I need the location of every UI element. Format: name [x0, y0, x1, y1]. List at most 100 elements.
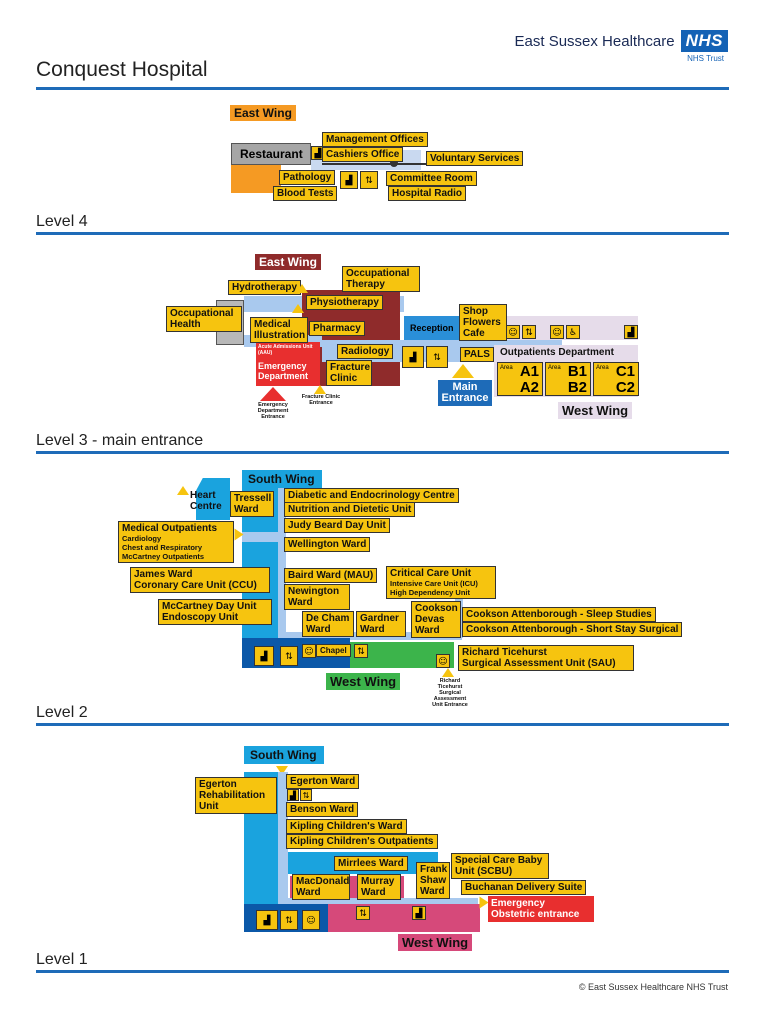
- area-b: Area B1 B2: [545, 362, 591, 396]
- l2-corridor-vert: [278, 488, 286, 638]
- south-wing-label-l1: South Wing: [250, 748, 317, 762]
- cookson-devas-label: Cookson Devas Ward: [411, 601, 461, 638]
- lift-icon: ⇅: [280, 646, 298, 666]
- fracture-entrance-label: Fracture Clinic Entrance: [301, 394, 341, 406]
- l4-junction-dot: [390, 159, 398, 167]
- pathology-block: [231, 165, 281, 193]
- cookson-short-label: Cookson Attenborough - Short Stay Surgic…: [462, 622, 683, 637]
- reception-block: [404, 316, 460, 340]
- restaurant-label: Restaurant: [240, 147, 303, 161]
- occupational-therapy-label: Occupational Therapy: [342, 266, 420, 292]
- level-2-heading: Level 2: [36, 704, 88, 721]
- medical-illustration-label: Medical Illustration: [250, 317, 308, 343]
- l1-corridor-vert: [278, 772, 288, 902]
- area-a-tag: Area: [500, 365, 513, 371]
- toilets-icon: ☺: [506, 325, 520, 339]
- level-1-rule: [36, 970, 729, 973]
- hdu-label: High Dependency Unit: [390, 588, 471, 597]
- level-4-heading: Level 4: [36, 213, 88, 230]
- buchanan-label: Buchanan Delivery Suite: [461, 880, 587, 895]
- critical-care-title: Critical Care Unit: [390, 568, 472, 579]
- physiotherapy-label: Physiotherapy: [306, 295, 383, 310]
- pharmacy-label: Pharmacy: [309, 321, 365, 336]
- area-b-tag: Area: [548, 365, 561, 371]
- macdonald-ward-label: MacDonald Ward: [292, 874, 350, 900]
- voluntary-services-label: Voluntary Services: [426, 151, 524, 166]
- area-c2: C2: [615, 379, 635, 396]
- heart-centre-label: Heart Centre: [190, 490, 222, 512]
- committee-room-label: Committee Room: [386, 171, 477, 186]
- stairs-icon: ▟: [340, 171, 358, 189]
- pathology-label: Pathology: [279, 170, 336, 185]
- cashiers-office-label: Cashiers Office: [322, 147, 404, 162]
- nutrition-unit-label: Nutrition and Dietetic Unit: [284, 502, 416, 517]
- hospital-radio-label: Hospital Radio: [388, 186, 467, 201]
- copyright-footer: © East Sussex Healthcare NHS Trust: [578, 982, 728, 992]
- james-ward-title: James Ward: [134, 569, 193, 580]
- mo-mccartney: McCartney Outpatients: [122, 552, 205, 561]
- icu-label: Intensive Care Unit (ICU): [390, 579, 478, 588]
- entrance-arrow-icon: [442, 668, 454, 677]
- restaurant-block: Restaurant: [231, 143, 311, 165]
- radiology-label: Radiology: [337, 344, 394, 359]
- level-4-rule: [36, 232, 729, 235]
- south-wing-label-l2: South Wing: [248, 472, 315, 486]
- south-wing-l2-head: [242, 470, 322, 488]
- management-offices-label: Management Offices: [322, 132, 428, 147]
- ccu-title: Coronary Care Unit (CCU): [134, 580, 257, 591]
- kipling-outpatients-label: Kipling Children's Outpatients: [286, 834, 438, 849]
- ed-entrance-label: Emergency Department Entrance: [257, 402, 289, 420]
- richard-ticehurst-title: Richard Ticehurst: [462, 647, 547, 658]
- mo-cardiology: Cardiology: [122, 534, 162, 543]
- main-entrance-label: Main Entrance: [438, 380, 492, 406]
- west-wing-label-l2: West Wing: [326, 673, 401, 690]
- main-entrance-arrow-icon: [452, 364, 474, 378]
- area-c: Area C1 C2: [593, 362, 639, 396]
- egerton-rehab-label: Egerton Rehabilitation Unit: [195, 777, 277, 814]
- toilets-icon: ☺: [302, 644, 316, 658]
- stairs-icon: ▟: [412, 906, 426, 920]
- toilets-icon: ☺: [550, 325, 564, 339]
- stairs-icon: ▟: [624, 325, 638, 339]
- occupational-health-label: Occupational Health: [166, 306, 242, 332]
- header-rule: [36, 87, 729, 90]
- east-wing-label-l3: East Wing: [255, 254, 321, 270]
- egerton-ward-label: Egerton Ward: [286, 774, 360, 789]
- east-wing-label-l4: East Wing: [230, 105, 296, 121]
- area-c-tag: Area: [596, 365, 609, 371]
- south-wing-l1-head: [244, 746, 324, 764]
- critical-care-label: Critical Care Unit Intensive Care Unit (…: [386, 566, 496, 599]
- stairs-icon: ▟: [256, 910, 278, 930]
- entrance-arrow-icon: [292, 304, 304, 313]
- judy-beard-label: Judy Beard Day Unit: [284, 518, 390, 533]
- mo-chest: Chest and Respiratory: [122, 543, 203, 552]
- entrance-arrow-icon: [296, 284, 308, 293]
- mirrlees-ward-label: Mirrlees Ward: [334, 856, 408, 871]
- pals-label: PALS: [460, 347, 494, 362]
- mccartney-day-title: McCartney Day Unit: [162, 601, 257, 612]
- wellington-ward-label: Wellington Ward: [284, 537, 371, 552]
- richard-ticehurst-label: Richard Ticehurst Surgical Assessment Un…: [458, 645, 634, 671]
- benson-ward-label: Benson Ward: [286, 802, 359, 817]
- area-c1: C1: [615, 363, 635, 380]
- area-b2: B2: [567, 379, 587, 396]
- l2-corridor-west: [242, 532, 286, 542]
- l4-corridor-line: [322, 163, 432, 165]
- west-wing-l1-block: [328, 904, 480, 932]
- endoscopy-title: Endoscopy Unit: [162, 612, 239, 623]
- frank-shaw-label: Frank Shaw Ward: [416, 862, 450, 899]
- toilets-icon: ☺: [302, 910, 320, 930]
- emergency-block: [256, 342, 320, 386]
- tressell-ward-label: Tressell Ward: [230, 491, 274, 517]
- lift-icon: ⇅: [354, 644, 368, 658]
- west-wing-label-l3: West Wing: [558, 402, 633, 419]
- shop-flowers-cafe-label: Shop Flowers Cafe: [459, 304, 507, 341]
- kipling-childrens-label: Kipling Children's Ward: [286, 819, 407, 834]
- emergency-department-label: Emergency Department: [258, 361, 309, 381]
- mccartney-day-label: McCartney Day Unit Endoscopy Unit: [158, 599, 272, 625]
- entrance-arrow-icon: [234, 528, 244, 541]
- gardner-ward-label: Gardner Ward: [356, 611, 406, 637]
- lift-icon: ⇅: [300, 789, 312, 801]
- fracture-clinic-label: Fracture Clinic: [326, 360, 372, 386]
